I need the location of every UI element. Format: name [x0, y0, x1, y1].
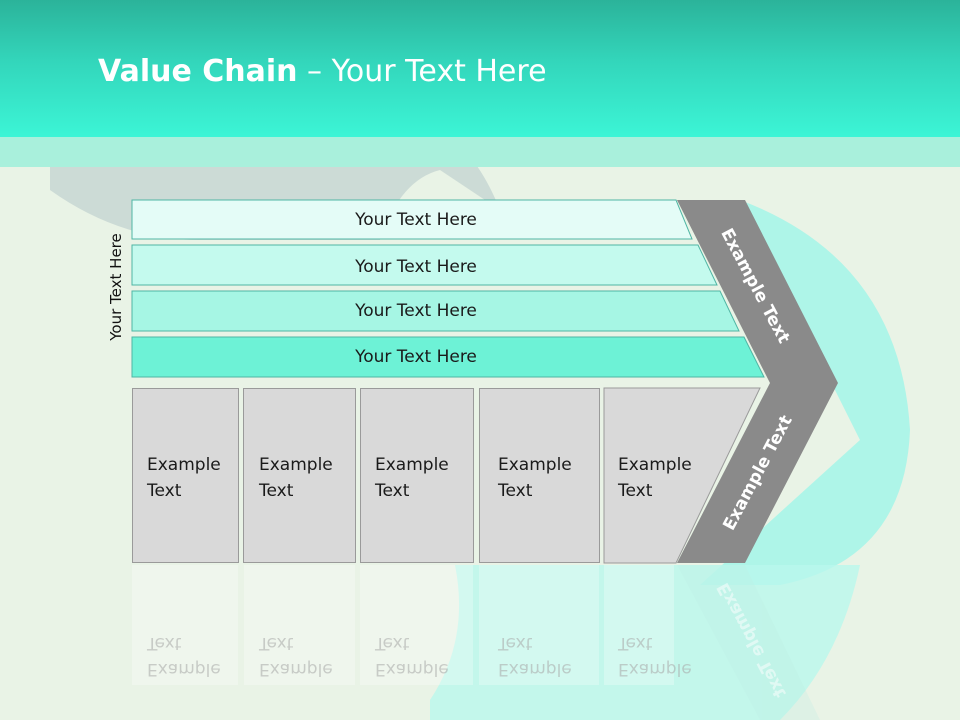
bg-swirl-shape — [700, 200, 910, 585]
band-2: Your Text Here — [132, 245, 700, 288]
box-2-line1: Example — [259, 455, 333, 475]
box-4-line1: Example — [498, 455, 572, 475]
box-3-line1: Example — [375, 455, 449, 475]
band-shape-2 — [131, 244, 718, 286]
band-label-1: Your Text Here — [355, 209, 477, 230]
band-1: Your Text Here — [132, 200, 700, 239]
reflection-group — [132, 565, 820, 720]
reflection-3-line1: Example — [375, 659, 449, 679]
box-5-line2: Text — [618, 481, 653, 501]
box-4 — [479, 388, 600, 563]
box-text-5: Example Text — [618, 452, 692, 504]
reflection-2-line2: Text — [259, 633, 294, 653]
chevron-reflection — [677, 565, 820, 720]
reflection-text-5: Example Text — [618, 630, 692, 682]
box-reflection-4 — [479, 565, 599, 685]
box-1-line2: Text — [147, 481, 182, 501]
reflection-1-line2: Text — [147, 633, 182, 653]
box-3 — [360, 388, 474, 563]
box-text-2: Example Text — [259, 452, 333, 504]
band-label-4: Your Text Here — [355, 347, 477, 367]
box-reflection-3 — [360, 565, 473, 685]
box-2 — [243, 388, 356, 563]
reflection-1-line1: Example — [147, 659, 221, 679]
band-4: Your Text Here — [132, 337, 700, 377]
reflection-5-line1: Example — [618, 659, 692, 679]
box-text-1: Example Text — [147, 452, 221, 504]
bg-swirl-bottom — [430, 565, 860, 720]
side-label: Your Text Here — [107, 233, 125, 341]
header-band — [0, 137, 960, 167]
title-rest: – Your Text Here — [297, 54, 547, 89]
page-title: Value Chain – Your Text Here — [98, 54, 547, 89]
band-shape-3 — [131, 290, 740, 332]
band-shape-1 — [131, 199, 693, 240]
reflection-text-1: Example Text — [147, 630, 221, 682]
reflection-2-line1: Example — [259, 659, 333, 679]
band-3: Your Text Here — [132, 291, 700, 331]
reflection-5-line2: Text — [618, 633, 653, 653]
box-reflection-1 — [132, 565, 238, 685]
last-box-shape — [603, 387, 761, 564]
box-text-4: Example Text — [498, 452, 572, 504]
reflection-4-line2: Text — [498, 633, 533, 653]
band-label-3: Your Text Here — [355, 301, 477, 321]
title-bold: Value Chain — [98, 54, 298, 89]
box-2-line2: Text — [259, 481, 294, 501]
box-5-line1: Example — [618, 455, 692, 475]
box-1-line1: Example — [147, 455, 221, 475]
box-reflection-5 — [604, 565, 674, 685]
reflection-text-3: Example Text — [375, 630, 449, 682]
chevron-shape — [677, 200, 838, 563]
reflection-text-2: Example Text — [259, 630, 333, 682]
box-1 — [132, 388, 239, 563]
band-label-2: Your Text Here — [355, 256, 477, 277]
box-reflection-2 — [244, 565, 355, 685]
box-text-3: Example Text — [375, 452, 449, 504]
box-3-line2: Text — [375, 481, 410, 501]
box-4-line2: Text — [498, 481, 533, 501]
reflection-text-4: Example Text — [498, 630, 572, 682]
reflection-3-line2: Text — [375, 633, 410, 653]
band-shape-4 — [131, 336, 765, 378]
reflection-4-line1: Example — [498, 659, 572, 679]
header-bar — [0, 0, 960, 137]
